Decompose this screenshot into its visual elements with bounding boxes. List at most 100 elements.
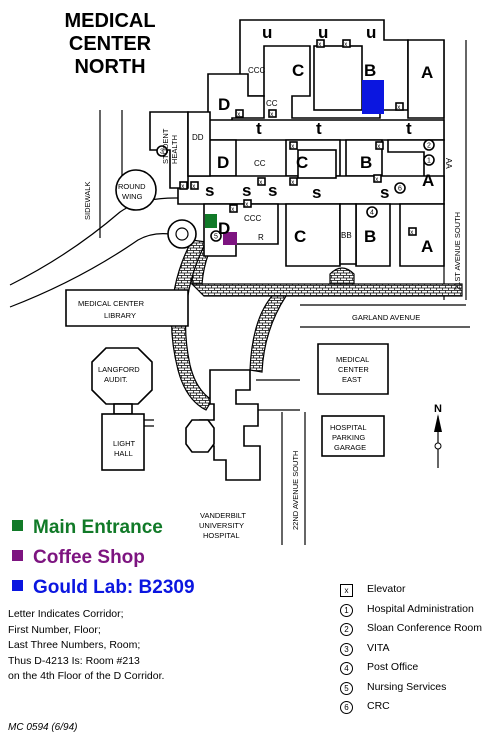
location-3-marker: 3 (156, 145, 168, 157)
main-entrance-label: Main Entrance (33, 517, 163, 538)
corridor-s: s (312, 183, 321, 202)
explanation-line: First Number, Floor; (8, 623, 101, 636)
round-wing (115, 169, 157, 211)
coffee-shop-label: Coffee Shop (33, 547, 145, 568)
building-dd (187, 111, 211, 177)
vuh-label: VANDERBILT (200, 511, 246, 520)
langford-label: LANGFORD (98, 365, 140, 374)
sidewalk-label: SIDEWALK (83, 182, 92, 220)
elevator-icon: x (229, 204, 238, 213)
building-d-lower (203, 203, 279, 257)
title-line: MEDICAL (64, 10, 156, 32)
key-label: VITA (367, 641, 390, 654)
building-c-lower (285, 203, 341, 267)
corridor-bb: BB (341, 231, 352, 240)
langford-building (91, 347, 153, 405)
garland-label: GARLAND AVENUE (352, 313, 420, 322)
drive-line (256, 379, 300, 411)
key-label: Elevator (367, 583, 406, 595)
place-labels: SIDEWALK STUDENT HEALTH ROUND WING MEDIC… (78, 128, 462, 540)
elevator-icon: x (395, 102, 404, 111)
avenue-22-label: 22ND AVENUE SOUTH (291, 451, 300, 530)
vuh-label-2: UNIVERSITY (199, 521, 244, 530)
corridor-t: t (256, 119, 262, 138)
elevator-icon: x (316, 39, 325, 48)
light-hall-stair (144, 419, 154, 427)
corridor-s: s (205, 181, 214, 200)
location-2-marker: 2 (423, 139, 435, 151)
svg-text:x: x (410, 230, 413, 236)
corridor-a: A (421, 237, 433, 256)
gould-lab-swatch (12, 580, 23, 591)
corridor-s: s (242, 181, 251, 200)
svg-text:x: x (181, 184, 184, 190)
svg-text:x: x (259, 180, 262, 186)
elevator-icons: x x x x x x x x x x x x x x x (179, 39, 417, 236)
corridor-c: C (294, 227, 306, 246)
road-curve-2 (9, 233, 171, 308)
vuh-octagon (185, 419, 215, 453)
inner-block-c (297, 149, 337, 179)
location-4-marker: 4 (366, 206, 378, 218)
elevator-icon: x (342, 39, 351, 48)
circle-drive-inner (175, 227, 189, 241)
location-1-marker: 1 (423, 154, 435, 166)
explanation-line: Last Three Numbers, Room; (8, 639, 141, 651)
key-label: Sloan Conference Room (367, 622, 482, 634)
main-entrance-swatch (12, 520, 23, 531)
elevator-icon: x (289, 177, 298, 186)
inner-block-b (313, 45, 363, 111)
corridor-d: D (217, 153, 229, 172)
corridor-b: B (364, 61, 376, 80)
building-a-upper (407, 39, 445, 119)
map-code: MC 0594 (6/94) (8, 722, 78, 733)
svg-text:x: x (245, 202, 248, 208)
student-health-label: STUDENT (161, 128, 170, 164)
elevator-icon: x (243, 199, 252, 208)
elevator-icon: x (375, 141, 384, 150)
explanation-line: Thus D-4213 Is: Room #213 (8, 654, 140, 667)
corridor-ccc: CCC (248, 66, 266, 75)
road-curve (9, 197, 205, 286)
explanation-line: Letter Indicates Corridor; (8, 608, 124, 620)
north-arrow-icon: N (434, 403, 442, 468)
mc-east-label: MEDICAL (336, 355, 369, 364)
key-label: Hospital Administration (367, 602, 474, 615)
svg-text:x: x (291, 144, 294, 150)
corridor-d: D (218, 219, 230, 238)
elevator-icon: x (257, 177, 266, 186)
walkway-curve-right (249, 295, 288, 373)
location-6-marker: 6 (394, 182, 406, 194)
corridor-u: u (262, 23, 272, 42)
light-hall-connector (113, 403, 133, 415)
vuh-label-3: HOSPITAL (203, 531, 240, 540)
key-label: CRC (367, 700, 390, 712)
coffee-shop-marker (223, 232, 237, 245)
round-wing-label-2: WING (122, 192, 143, 201)
round-wing-label: ROUND (118, 182, 146, 191)
elevator-icon: x (190, 181, 199, 190)
corridor-b: B (360, 153, 372, 172)
gould-lab-marker (362, 80, 384, 114)
corridor-s: s (380, 183, 389, 202)
legend-gould-lab: Gould Lab: B2309 (12, 576, 195, 600)
corridor-aa: AA (444, 158, 453, 169)
svg-text:x: x (375, 177, 378, 183)
elevator-icon: x (373, 174, 382, 183)
location-markers: 1 2 3 4 5 6 (156, 139, 435, 242)
room-number-explanation: Letter Indicates Corridor; First Number,… (8, 607, 164, 685)
corridor-u: u (318, 23, 328, 42)
corridor-d: D (218, 95, 230, 114)
key-post-office: 4 Post Office (340, 658, 482, 678)
elevator-icon: x (179, 181, 188, 190)
svg-text:6: 6 (398, 186, 402, 193)
location-5-marker: 5 (210, 230, 222, 242)
key-label: Post Office (367, 661, 419, 673)
light-hall-label-2: HALL (114, 449, 133, 458)
number-4-icon: 4 (340, 662, 353, 675)
corridor-c: C (292, 61, 304, 80)
